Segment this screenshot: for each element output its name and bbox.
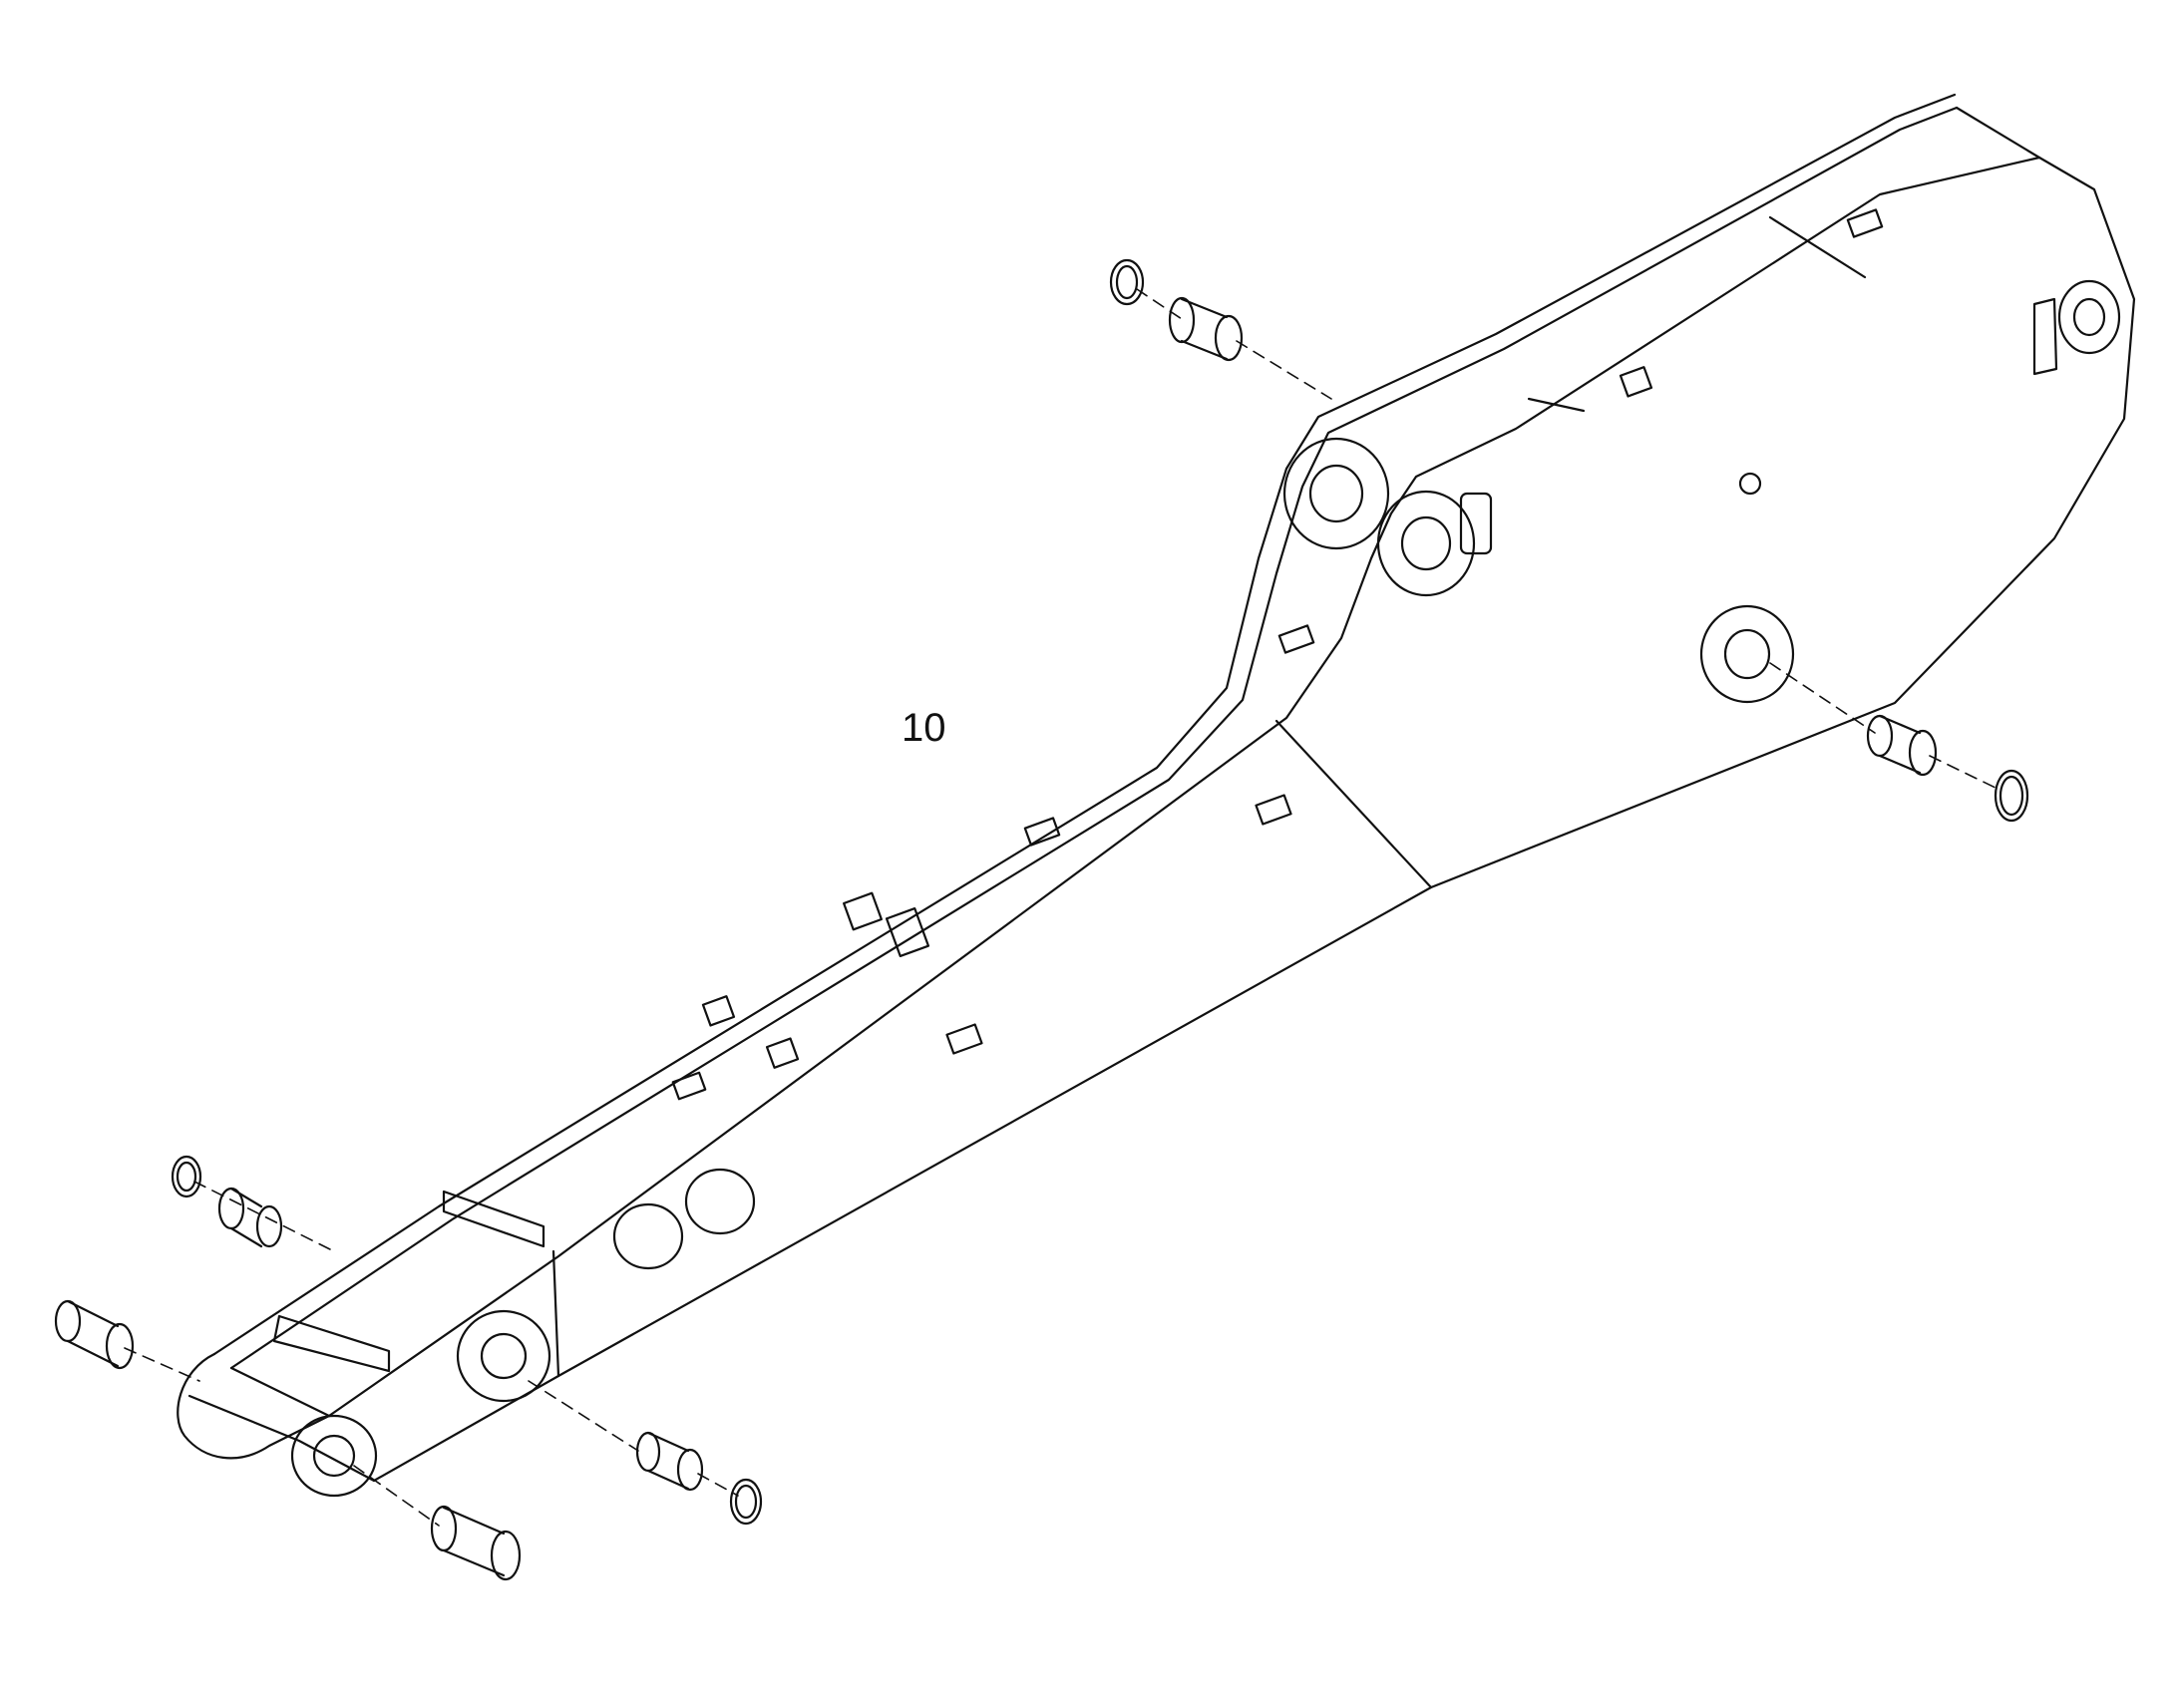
pin-boss-right-end [2032,279,2121,376]
pin-boss-upper-middle [1282,437,1476,597]
inspection-covers [612,1168,756,1270]
exploded-center-lines [124,288,2000,1527]
pin-boss-right-lower [1699,604,1795,704]
pin-boss-left-end [290,1309,551,1498]
bushing-and-ring-set [54,258,2029,1581]
hose-brackets [272,208,1884,1373]
callout-label-10: 10 [902,706,946,750]
arm-body [177,93,2136,1483]
